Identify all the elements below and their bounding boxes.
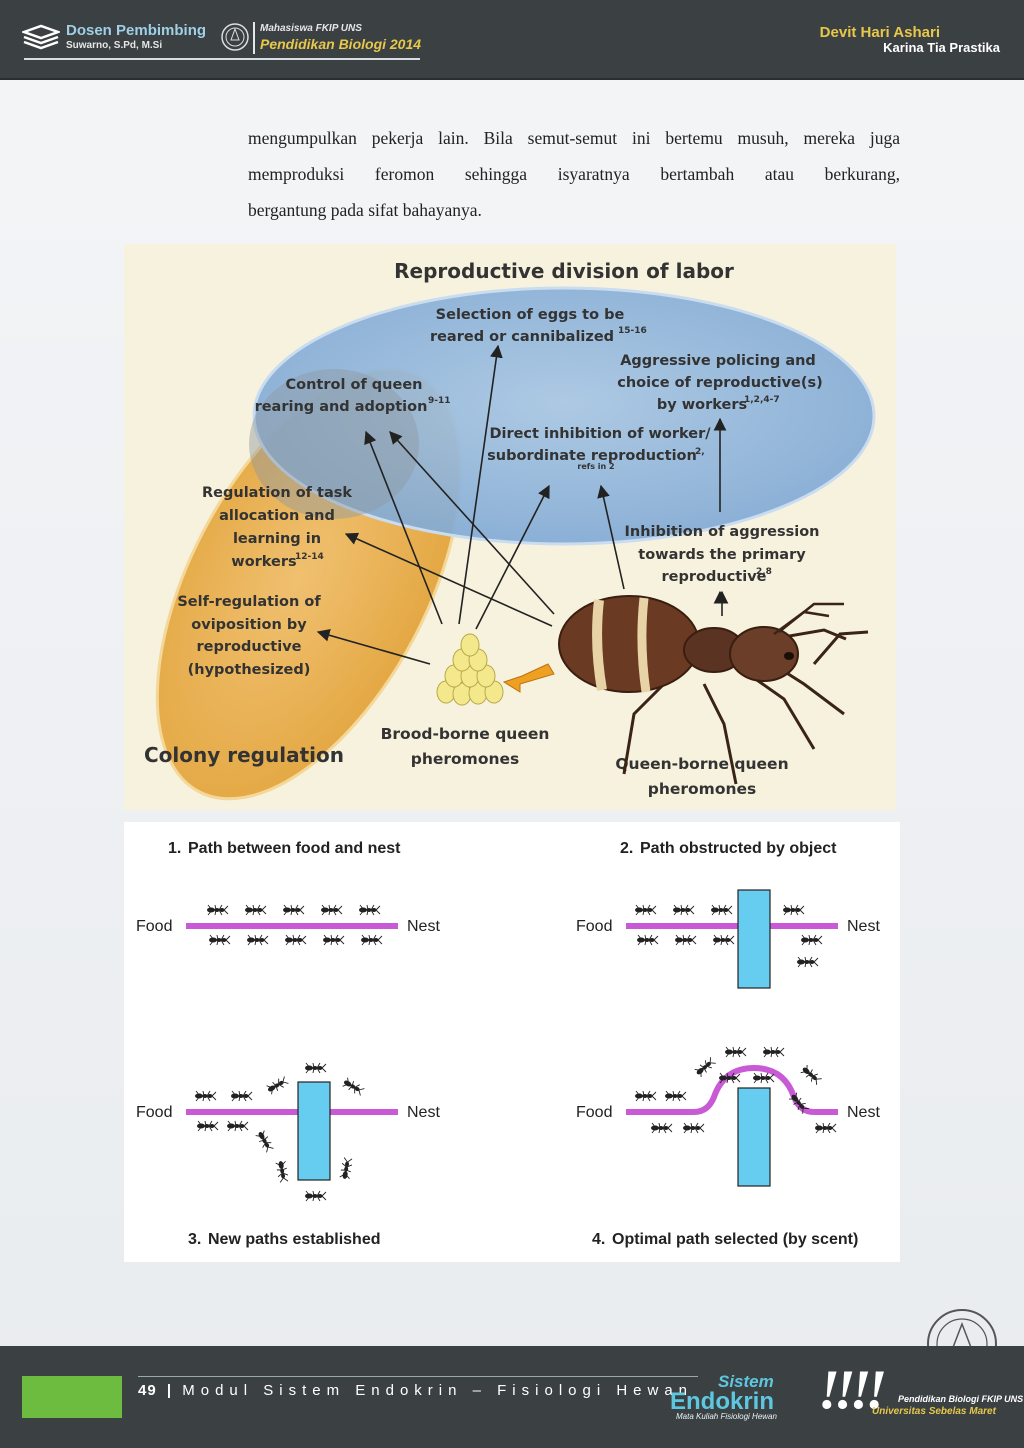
selection-ref: 15-16	[618, 326, 647, 336]
panel-2-nest: Nest	[847, 918, 880, 935]
policing-line-3: by workers	[657, 397, 747, 413]
self-line-1: Self-regulation of	[177, 594, 321, 610]
inhibition-ref: 2,8	[756, 567, 772, 577]
page-number: 49	[138, 1382, 157, 1399]
panel-3-food: Food	[136, 1104, 172, 1121]
panel-2-number: 2.	[620, 840, 633, 857]
panel-2-food: Food	[576, 918, 612, 935]
direct-ref-2: refs in 2	[577, 462, 614, 471]
control-ref: 9-11	[428, 396, 451, 406]
selection-line-1: Selection of eggs to be	[436, 307, 625, 323]
author-1: Devit Hari Ashari	[819, 24, 940, 41]
panel-4-title: Optimal path selected (by scent)	[612, 1231, 858, 1248]
paragraph-line-2: memproduksi feromon sehingga isyaratnya …	[248, 164, 900, 184]
pheromone-diagram: Reproductive division of labor Colony re…	[124, 244, 896, 810]
self-line-3: reproductive	[197, 639, 302, 655]
panel-4-obstacle	[737, 1087, 771, 1187]
paragraph-line-1: mengumpulkan pekerja lain. Bila semut-se…	[248, 128, 900, 148]
supervisor-name: Suwarno, S.Pd, M.Si	[66, 40, 163, 51]
queen-ant	[558, 595, 869, 785]
regulation-line-1: Regulation of task	[202, 485, 352, 501]
institution-line-1: Pendidikan Biologi FKIP UNS	[898, 1394, 1024, 1404]
panel-3-nest: Nest	[407, 1104, 440, 1121]
brood-line-1: Brood-borne queen	[381, 725, 550, 743]
logo-subtitle: Mata Kuliah Fisiologi Hewan	[676, 1412, 777, 1421]
inhibition-line-3: reproductive	[662, 569, 767, 585]
queen-line-1: Queen-borne queen	[615, 755, 788, 773]
orange-arrow	[502, 663, 555, 693]
body-paragraph: mengumpulkan pekerja lain. Bila semut-se…	[248, 120, 900, 228]
header-underline	[24, 58, 420, 60]
panel-3-ants	[194, 1062, 366, 1202]
footer-module-text: 49 | Modul Sistem Endokrin – Fisiologi H…	[138, 1382, 693, 1399]
panel-2-obstacle	[737, 889, 771, 989]
policing-line-2: choice of reproductive(s)	[617, 375, 823, 391]
module-title: Modul Sistem Endokrin – Fisiologi Hewan	[182, 1382, 694, 1399]
panel-4-path	[626, 1064, 838, 1115]
panel-3-title: New paths established	[208, 1231, 381, 1248]
footer-separator: |	[166, 1382, 173, 1399]
header-divider	[253, 22, 255, 54]
footer-color-block	[22, 1376, 122, 1418]
regulation-line-2: allocation and	[219, 508, 335, 524]
self-line-2: oviposition by	[191, 617, 307, 633]
regulation-ref: 12-14	[295, 552, 324, 562]
direct-line-2: subordinate reproduction	[487, 448, 697, 464]
panel-3-obstacle	[297, 1081, 331, 1181]
paragraph-line-3: bergantung pada sifat bahayanya.	[248, 200, 482, 220]
book-stack-icon	[22, 24, 60, 50]
panel-2-title: Path obstructed by object	[640, 840, 837, 857]
colony-regulation-label: Colony regulation	[144, 743, 344, 767]
self-line-4: (hypothesized)	[188, 662, 311, 678]
exclamation-marks-icon: !!!!	[818, 1359, 887, 1421]
direct-ref: 2,	[695, 447, 705, 457]
reproductive-division-ellipse	[252, 286, 876, 546]
control-line-1: Control of queen	[286, 377, 423, 393]
page-footer: 49 | Modul Sistem Endokrin – Fisiologi H…	[0, 1346, 1024, 1448]
queen-arrows	[316, 417, 727, 665]
page-header: Dosen Pembimbing Suwarno, S.Pd, M.Si Mah…	[0, 0, 1024, 80]
overlap-region	[249, 369, 419, 519]
institution-line-2: Universitas Sebelas Maret	[872, 1406, 996, 1417]
panel-1-nest: Nest	[407, 918, 440, 935]
policing-ref: 1,2,4-7	[744, 395, 780, 405]
author-2: Karina Tia Prastika	[883, 40, 1000, 55]
regulation-line-4: workers	[231, 554, 296, 570]
queen-line-2: pheromones	[648, 780, 757, 798]
program-name: Pendidikan Biologi 2014	[260, 36, 422, 52]
panel-4-food: Food	[576, 1104, 612, 1121]
egg-cluster	[436, 633, 504, 706]
university-emblem-icon	[221, 23, 249, 51]
direct-line-1: Direct inhibition of worker/	[489, 426, 711, 442]
panel-1-title: Path between food and nest	[188, 840, 401, 857]
logo-sistem: Sistem	[718, 1372, 774, 1391]
supervisor-title: Dosen Pembimbing	[66, 22, 207, 39]
student-label: Mahasiswa FKIP UNS	[260, 23, 362, 34]
figure-title: Reproductive division of labor	[394, 259, 734, 283]
panel-2-ants	[634, 904, 823, 968]
logo-endokrin: Endokrin	[670, 1388, 775, 1415]
regulation-line-3: learning in	[233, 531, 321, 547]
panel-4-number: 4.	[592, 1231, 605, 1248]
policing-line-1: Aggressive policing and	[620, 353, 816, 369]
panel-1-number: 1.	[168, 840, 181, 857]
brood-line-2: pheromones	[411, 750, 520, 768]
panel-4-nest: Nest	[847, 1104, 880, 1121]
ant-path-diagram: 1. Path between food and nest Food Nest …	[124, 822, 900, 1262]
panel-3-number: 3.	[188, 1231, 201, 1248]
footer-divider	[138, 1376, 698, 1377]
selection-line-2: reared or cannibalized	[430, 329, 614, 345]
panel-1-food: Food	[136, 918, 172, 935]
inhibition-line-1: Inhibition of aggression	[625, 524, 820, 540]
control-line-2: rearing and adoption	[255, 399, 428, 415]
panel-4-ants	[634, 1046, 837, 1134]
inhibition-line-2: towards the primary	[638, 547, 806, 563]
brood-arrows	[364, 344, 550, 630]
